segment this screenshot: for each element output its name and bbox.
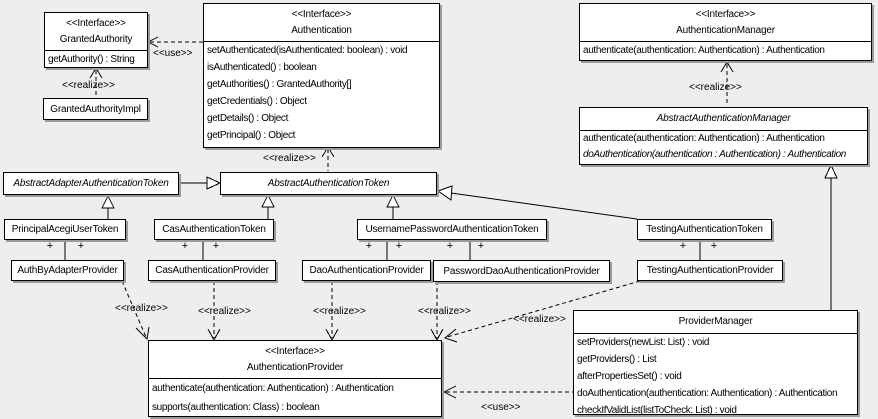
method-label: doAuthentication(authentication : Authen… bbox=[583, 149, 847, 160]
class-name: GrantedAuthorityImpl bbox=[50, 103, 141, 115]
class-provider-manager: ProviderManager setProviders(newList: Li… bbox=[573, 310, 858, 415]
open-arrowhead bbox=[135, 326, 150, 341]
method-label: getAuthority() : String bbox=[48, 54, 135, 65]
method-label: getAuthorities() : GrantedAuthority[] bbox=[207, 79, 352, 90]
triangle-arrowhead bbox=[824, 163, 838, 179]
use-label: <<use>> bbox=[481, 402, 521, 413]
method-label: getProviders() : List bbox=[577, 354, 657, 365]
association-end-label: + bbox=[395, 240, 403, 252]
stereotype-label: <<Interface>> bbox=[265, 346, 325, 357]
association-end-label: + bbox=[77, 240, 85, 252]
open-arrowhead bbox=[146, 36, 159, 48]
realize-label: <<realize>> bbox=[689, 82, 742, 93]
method-label: getPrincipal() : Object bbox=[207, 130, 296, 141]
method-label: setAuthenticated(isAuthenticated: boolea… bbox=[207, 45, 408, 56]
stereotype-label: <<Interface>> bbox=[66, 18, 126, 29]
triangle-arrowhead bbox=[261, 193, 275, 208]
class-testing-authentication-token: TestingAuthenticationToken bbox=[637, 219, 772, 240]
class-name: AbstractAuthenticationToken bbox=[267, 178, 390, 189]
method-label: authenticate(authentication: Authenticat… bbox=[152, 383, 394, 394]
class-name: PrincipalAcegiUserToken bbox=[11, 224, 119, 235]
class-cas-authentication-token: CasAuthenticationToken bbox=[154, 219, 274, 240]
compartment-divider bbox=[204, 41, 439, 42]
class-authentication-manager: <<Interface>> AuthenticationManager auth… bbox=[579, 3, 872, 61]
realize-label: <<realize>> bbox=[418, 306, 471, 317]
class-testing-authentication-provider: TestingAuthenticationProvider bbox=[637, 260, 783, 281]
method-label: authenticate(authentication: Authenticat… bbox=[583, 45, 825, 56]
class-abstract-authentication-manager: AbstractAuthenticationManager authentica… bbox=[579, 107, 868, 165]
compartment-divider bbox=[574, 333, 857, 334]
class-authentication-provider: <<Interface>> AuthenticationProvider aut… bbox=[148, 340, 442, 417]
method-label: authenticate(authentication: Authenticat… bbox=[583, 133, 825, 144]
class-cas-authentication-provider: CasAuthenticationProvider bbox=[148, 260, 276, 281]
class-granted-authority: <<Interface>> GrantedAuthority getAuthor… bbox=[44, 12, 148, 68]
class-name: GrantedAuthority bbox=[59, 34, 133, 45]
method-label: getDetails() : Object bbox=[207, 113, 289, 124]
realize-label: <<realize>> bbox=[62, 80, 115, 91]
compartment-divider bbox=[45, 50, 147, 51]
realize-line bbox=[446, 280, 641, 338]
association-end-label: + bbox=[46, 240, 54, 252]
association-end-label: + bbox=[710, 240, 718, 252]
method-label: afterPropertiesSet() : void bbox=[577, 371, 682, 382]
open-arrowhead bbox=[443, 328, 458, 343]
method-label: supports(authentication: Class) : boolea… bbox=[152, 402, 320, 413]
association-end-label: + bbox=[212, 240, 220, 252]
realize-label: <<realize>> bbox=[263, 153, 316, 164]
class-name: Authentication bbox=[291, 25, 352, 36]
class-username-password-authentication-token: UsernamePasswordAuthenticationToken bbox=[357, 219, 547, 240]
method-label: getCredentials() : Object bbox=[207, 96, 307, 107]
triangle-arrowhead bbox=[386, 193, 400, 208]
class-dao-authentication-provider: DaoAuthenticationProvider bbox=[302, 260, 431, 281]
use-label: <<use>> bbox=[153, 48, 193, 59]
association-end-label: + bbox=[446, 240, 454, 252]
triangle-arrowhead bbox=[101, 194, 115, 209]
class-name: AbstractAdapterAuthenticationToken bbox=[13, 178, 169, 189]
class-name: AuthenticationProvider bbox=[246, 362, 344, 373]
compartment-divider bbox=[149, 378, 441, 379]
class-name: CasAuthenticationToken bbox=[162, 224, 266, 235]
class-name: AuthenticationManager bbox=[676, 25, 775, 36]
triangle-arrowhead bbox=[436, 185, 453, 201]
class-name: ProviderManager bbox=[678, 316, 753, 327]
realize-label: <<realize>> bbox=[198, 306, 251, 317]
association-end-label: + bbox=[365, 240, 373, 252]
open-arrowhead bbox=[89, 67, 103, 79]
class-name: PasswordDaoAuthenticationProvider bbox=[443, 265, 600, 277]
method-label: checkIfValidList(listToCheck: List) : vo… bbox=[577, 405, 737, 415]
realize-label: <<realize>> bbox=[313, 306, 366, 317]
class-name: UsernamePasswordAuthenticationToken bbox=[365, 224, 539, 235]
class-abstract-authentication-token: AbstractAuthenticationToken bbox=[220, 172, 437, 195]
open-arrowhead bbox=[442, 385, 457, 399]
class-name: AbstractAuthenticationManager bbox=[656, 113, 791, 124]
method-label: isAuthenticated() : boolean bbox=[207, 62, 317, 73]
generalization-line bbox=[450, 192, 638, 220]
class-granted-authority-impl: GrantedAuthorityImpl bbox=[43, 98, 148, 120]
compartment-divider bbox=[580, 41, 871, 42]
realize-label: <<realize>> bbox=[513, 314, 566, 325]
class-principal-acegi-user-token: PrincipalAcegiUserToken bbox=[4, 219, 126, 240]
class-name: TestingAuthenticationProvider bbox=[646, 265, 774, 276]
class-name: AuthByAdapterProvider bbox=[17, 265, 118, 276]
triangle-arrowhead bbox=[206, 176, 222, 190]
class-authentication: <<Interface>> Authentication setAuthenti… bbox=[203, 3, 440, 148]
realize-label: <<realize>> bbox=[115, 303, 168, 314]
stereotype-label: <<Interface>> bbox=[695, 9, 756, 20]
class-name: DaoAuthenticationProvider bbox=[309, 265, 424, 276]
class-name: CasAuthenticationProvider bbox=[155, 265, 269, 276]
class-password-dao-authentication-provider: PasswordDaoAuthenticationProvider bbox=[433, 260, 610, 282]
association-end-label: + bbox=[181, 240, 189, 252]
compartment-divider bbox=[580, 130, 867, 131]
method-label: setProviders(newList: List) : void bbox=[577, 337, 710, 348]
class-name: TestingAuthenticationToken bbox=[646, 224, 763, 235]
stereotype-label: <<Interface>> bbox=[291, 9, 352, 20]
open-arrowhead bbox=[720, 61, 734, 73]
association-end-label: + bbox=[679, 240, 687, 252]
class-abstract-adapter-authentication-token: AbstractAdapterAuthenticationToken bbox=[3, 172, 179, 195]
method-label: doAuthentication(authentication: Authent… bbox=[577, 388, 838, 399]
class-auth-by-adapter-provider: AuthByAdapterProvider bbox=[11, 260, 124, 281]
realize-line bbox=[121, 280, 147, 338]
association-end-label: + bbox=[477, 240, 485, 252]
